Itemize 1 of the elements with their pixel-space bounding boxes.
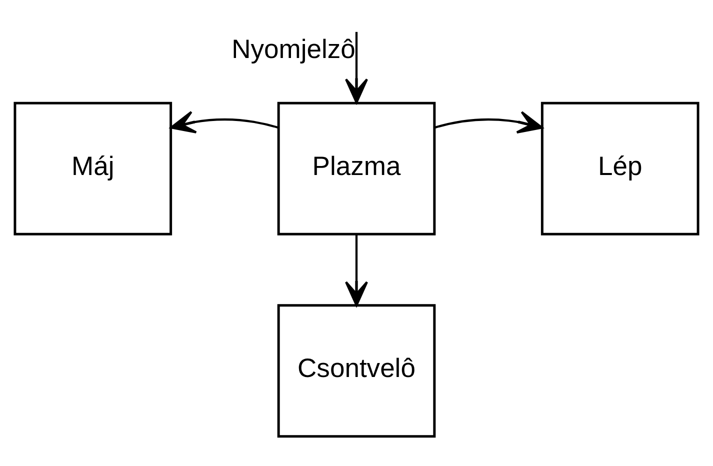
edge-label: Nyomjelzô (232, 34, 356, 64)
